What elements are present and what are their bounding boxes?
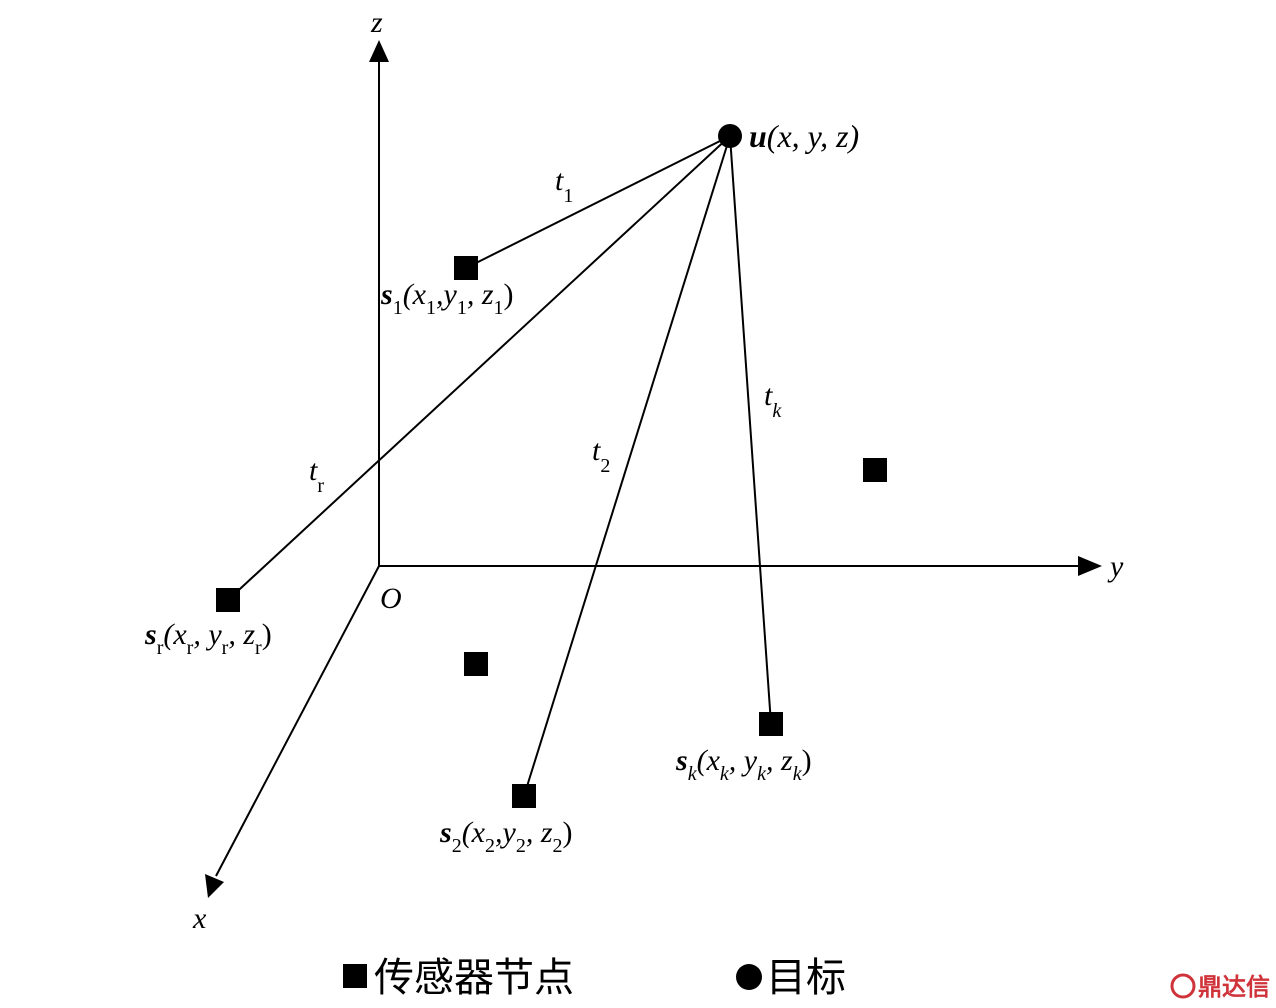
- sensor-label-s1: s1(x1,y1, z1): [380, 278, 514, 319]
- sensor-label-sk: sk(xk, yk, zk): [675, 744, 812, 785]
- sensor-node-s2: [512, 784, 536, 808]
- distance-label-t2: t2: [592, 434, 610, 477]
- legend-target-label: 目标: [766, 955, 846, 1001]
- sensor-node-unlabeled-1: [863, 458, 887, 482]
- x-axis-label: x: [192, 902, 207, 935]
- distance-label-tr: tr: [309, 454, 324, 497]
- line-tk: [729, 135, 772, 725]
- axes: [205, 40, 1102, 898]
- target-coords: (x, y, z): [767, 118, 859, 154]
- watermark: 鼎达信: [1170, 973, 1270, 1001]
- sensor-node-sk: [759, 712, 783, 736]
- line-t2: [523, 135, 731, 797]
- x-axis-arrowhead: [205, 874, 224, 898]
- z-axis-label: z: [370, 6, 383, 39]
- watermark-text: 鼎达信: [1198, 973, 1270, 1001]
- x-axis: [215, 565, 380, 877]
- origin-label: O: [380, 582, 402, 615]
- target-label: u(x, y, z): [749, 118, 859, 154]
- y-axis-arrowhead: [1078, 556, 1102, 576]
- sensor-label-sr: sr(xr, yr, zr): [144, 618, 272, 659]
- watermark-logo-icon: [1170, 973, 1196, 999]
- z-axis-arrowhead: [369, 40, 389, 62]
- target-point: [718, 124, 742, 148]
- legend: 传感器节点 目标: [343, 955, 846, 1001]
- legend-sensor-icon: [343, 964, 367, 988]
- sensor-nodes: [216, 256, 887, 808]
- sensor-node-s1: [454, 256, 478, 280]
- sensor-label-s2: s2(x2,y2, z2): [439, 816, 573, 857]
- distance-lines: [227, 135, 772, 797]
- sensor-node-sr: [216, 588, 240, 612]
- line-tr: [227, 135, 731, 601]
- distance-label-t1: t1: [555, 164, 573, 207]
- sensor-node-unlabeled-2: [464, 652, 488, 676]
- y-axis-label: y: [1107, 550, 1124, 583]
- distance-label-tk: tk: [764, 379, 782, 422]
- target-symbol: u: [749, 118, 767, 154]
- line-t1: [465, 135, 731, 269]
- legend-target-icon: [736, 964, 762, 990]
- legend-sensor-label: 传感器节点: [374, 955, 574, 1001]
